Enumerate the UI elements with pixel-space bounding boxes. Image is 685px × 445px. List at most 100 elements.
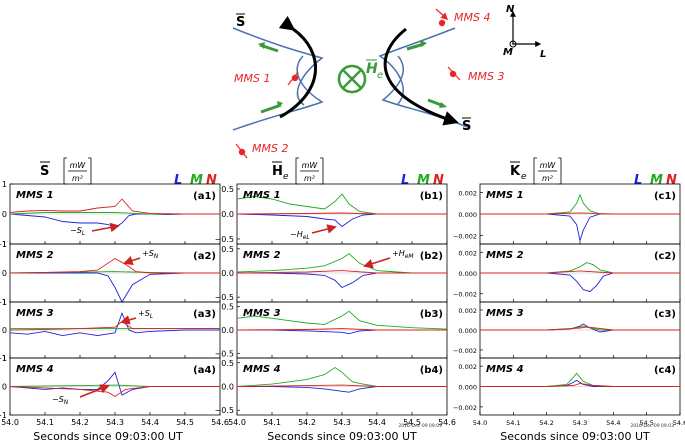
series-line-m: [236, 253, 447, 274]
unit-bracket-left: [533, 157, 537, 185]
series-line-l: [237, 329, 447, 335]
panel-id: (c1): [654, 191, 676, 202]
unit-numerator: mW: [70, 161, 87, 170]
x-tick-label: 54.4: [141, 418, 159, 427]
panel-id: (b2): [420, 251, 443, 262]
legend-l: L: [174, 173, 182, 188]
axis-label-l: L: [540, 49, 546, 60]
panel-id: (a2): [193, 251, 216, 262]
field-line-lower-right: [381, 55, 471, 129]
column-symbol-subscript: e: [283, 172, 289, 182]
flux-arrow-left: [278, 15, 317, 119]
y-tick-label: 0.000: [458, 384, 477, 392]
series-line-m: [236, 310, 448, 330]
y-tick-label: 0.0: [221, 326, 234, 335]
spacecraft-mms4: MMS 4: [435, 8, 490, 27]
annotation-label: +SL: [138, 309, 153, 320]
center-label-subscript: e: [377, 70, 383, 81]
annotation-a2: +SN: [123, 249, 159, 266]
y-tick-label: 0.5: [221, 359, 234, 368]
annotation-arrow: [123, 256, 141, 266]
x-axis-label-col3: Seconds since 09:03:00 UT: [500, 430, 650, 443]
series-line-n: [236, 328, 447, 331]
annotation-label: +SN: [142, 249, 159, 260]
series-line-m: [480, 372, 680, 387]
y-tick-label: 0.000: [458, 211, 477, 219]
annotation-label: −SL: [70, 226, 85, 237]
spacecraft-mms1: MMS 1: [234, 71, 299, 86]
annotation-label: −SN: [52, 395, 69, 406]
y-tick-label: −1: [0, 411, 7, 420]
series-line-l: [236, 213, 447, 228]
y-tick-label: 0.002: [458, 307, 477, 315]
y-tick-label: −0.5: [215, 406, 234, 415]
unit-bracket-right: [558, 157, 562, 185]
y-tick-label: 0.5: [221, 303, 234, 312]
y-tick-label: −1: [0, 354, 7, 363]
series-line-l: [237, 272, 447, 289]
series-line-n: [480, 212, 680, 215]
y-tick-label: 1: [2, 180, 7, 189]
x-tick-label: 54.3: [106, 418, 124, 427]
flow-arrow-ul-head: [258, 42, 265, 49]
date-stamp-col2: 2016-Dec-09 09:03: [398, 423, 442, 429]
column-symbol: S: [40, 164, 49, 179]
probe-label: MMS 1: [486, 190, 524, 201]
axis-label-n: N: [506, 4, 515, 15]
y-tick-label: −0.002: [453, 291, 477, 299]
spacecraft-label-mms4: MMS 4: [454, 11, 490, 24]
annotation-a3: +SL: [120, 309, 153, 325]
annotation-arrow: [311, 224, 337, 234]
series-line-l: [480, 272, 680, 293]
annotation-arrow: [363, 257, 391, 269]
legend-n: N: [433, 173, 444, 188]
date-stamp-col3: 2016-Dec-09 09:03: [630, 423, 674, 429]
panel-id: (c3): [654, 309, 676, 320]
series-line-n: [480, 326, 680, 331]
legend-n: N: [206, 173, 217, 188]
x-tick-label: 54.1: [506, 419, 520, 427]
y-tick-label: −0.5: [215, 235, 234, 244]
probe-label: MMS 1: [243, 190, 281, 201]
x-axis-label-col1: Seconds since 09:03:00 UT: [33, 430, 183, 443]
spacecraft-mms2: MMS 2: [235, 142, 288, 159]
series-line-n: [236, 212, 447, 215]
series-line-n: [9, 257, 220, 274]
series-line-n: [480, 382, 680, 387]
annotation-b2: +HeM: [363, 249, 414, 269]
x-tick-label: 54.1: [263, 418, 281, 427]
x-tick-label: 54.0: [473, 419, 487, 427]
panel-id: (a3): [193, 309, 216, 320]
center-label: H: [366, 61, 378, 77]
spacecraft-mms3: MMS 3: [447, 66, 504, 83]
y-tick-label: 0.000: [458, 327, 477, 335]
x-axis-label-col2: Seconds since 09:03:00 UT: [267, 430, 417, 443]
x-tick-label: 54.2: [539, 419, 553, 427]
y-tick-label: 0.0: [221, 210, 234, 219]
unit-numerator: mW: [302, 161, 319, 170]
probe-label: MMS 3: [486, 308, 524, 319]
flux-label-left: S: [236, 15, 245, 30]
x-tick-label: 54.4: [368, 418, 386, 427]
flow-arrow-lr-head: [439, 102, 447, 108]
annotation-a4: −SN: [52, 384, 110, 406]
series-line-n: [9, 198, 220, 215]
y-tick-label: 0.0: [221, 383, 234, 392]
x-tick-label: 54.6: [211, 418, 229, 427]
y-tick-label: 0.002: [458, 249, 477, 257]
spacecraft-label-mms1: MMS 1: [234, 72, 270, 85]
series-line-m: [480, 262, 680, 274]
x-tick-label: 54.2: [298, 418, 316, 427]
x-tick-label: 54.5: [403, 418, 421, 427]
reconnection-diagram: H e S S MMS 4 MMS 1 MMS 3 MMS 2: [232, 4, 546, 159]
